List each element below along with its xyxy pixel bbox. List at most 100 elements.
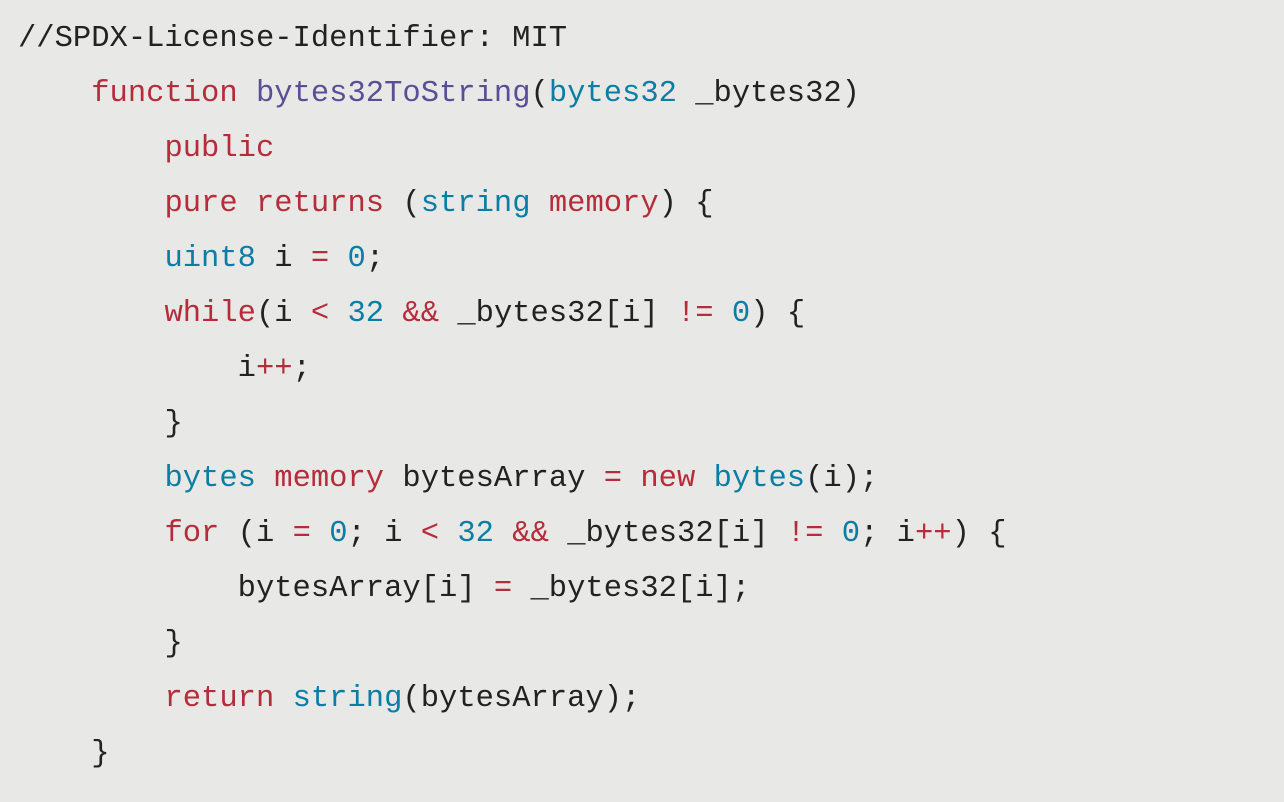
code-token: 0 (731, 297, 751, 331)
code-token: bytes32 (548, 77, 677, 111)
code-line: } (18, 727, 1007, 782)
code-token: function (91, 77, 238, 111)
code-token: ) { (658, 187, 714, 221)
code-token: bytes32ToString (255, 77, 531, 111)
code-line: for (i = 0; i < 32 && _bytes32[i] != 0; … (18, 507, 1007, 562)
code-token: pure (164, 187, 238, 221)
code-token: ( (530, 77, 549, 111)
code-token: 0 (841, 517, 861, 551)
code-token (274, 682, 292, 716)
code-token (238, 77, 256, 111)
code-token: _bytes32[i]; (512, 572, 751, 606)
code-token: bytes (713, 462, 806, 496)
code-token (256, 462, 274, 496)
code-token: return (164, 682, 275, 716)
code-token: = (603, 462, 623, 496)
code-token (714, 297, 732, 331)
code-token: public (164, 132, 275, 166)
code-token (384, 297, 402, 331)
code-token: string (292, 682, 403, 716)
code-token: && (512, 517, 549, 551)
code-token (695, 462, 713, 496)
indent (18, 352, 238, 386)
code-token: 32 (457, 517, 494, 551)
code-token: _bytes32[i] (439, 297, 677, 331)
code-token: 0 (329, 517, 348, 551)
code-token: < (310, 297, 330, 331)
code-token (494, 517, 512, 551)
code-token: 32 (347, 297, 385, 331)
code-token: (i); (805, 462, 879, 496)
code-token: while (164, 297, 256, 331)
indent (18, 572, 238, 606)
indent (18, 517, 164, 551)
code-token: (bytesArray); (402, 682, 641, 716)
code-token: ; (292, 352, 311, 386)
code-token (439, 517, 457, 551)
indent (18, 77, 91, 111)
code-token: //SPDX-License-Identifier: MIT (18, 22, 568, 56)
code-token: bytesArray (384, 462, 604, 496)
code-token: } (164, 627, 183, 661)
code-token: for (164, 517, 220, 551)
indent (18, 462, 164, 496)
code-token: ) { (951, 517, 1007, 551)
code-token: i (255, 242, 311, 276)
code-token (238, 187, 256, 221)
code-token: new (640, 462, 696, 496)
indent (18, 407, 164, 441)
code-token (622, 462, 640, 496)
code-line: bytes memory bytesArray = new bytes(i); (18, 452, 1007, 507)
code-token: = (292, 517, 311, 551)
code-token: = (310, 242, 330, 276)
code-token (531, 187, 549, 221)
code-token: bytes (164, 462, 256, 496)
code-token: ; (365, 242, 385, 276)
code-token: bytesArray[i] (237, 572, 494, 606)
code-block: //SPDX-License-Identifier: MIT function … (18, 12, 1007, 782)
indent (18, 297, 164, 331)
code-line: } (18, 397, 1007, 452)
code-token: ( (384, 187, 421, 221)
code-token: (i (219, 517, 293, 551)
code-token: _bytes32) (676, 77, 860, 111)
code-token: (i (255, 297, 311, 331)
indent (18, 187, 164, 221)
code-token: memory (548, 187, 659, 221)
code-line: i++; (18, 342, 1007, 397)
code-line: bytesArray[i] = _bytes32[i]; (18, 562, 1007, 617)
code-line: return string(bytesArray); (18, 672, 1007, 727)
indent (18, 682, 164, 716)
indent (18, 737, 91, 771)
code-token: < (420, 517, 440, 551)
code-line: } (18, 617, 1007, 672)
code-line: pure returns (string memory) { (18, 177, 1007, 232)
code-line: uint8 i = 0; (18, 232, 1007, 287)
code-token (329, 297, 347, 331)
code-token: ++ (255, 352, 293, 386)
indent (18, 242, 164, 276)
code-token (329, 242, 347, 276)
code-token: memory (274, 462, 385, 496)
code-token: uint8 (164, 242, 256, 276)
code-token: != (786, 517, 824, 551)
code-token: i (237, 352, 256, 386)
code-token: ; i (860, 517, 915, 551)
code-token: returns (255, 187, 385, 221)
code-line: while(i < 32 && _bytes32[i] != 0) { (18, 287, 1007, 342)
code-token: } (164, 407, 183, 441)
code-token: } (91, 737, 110, 771)
code-token: ) { (750, 297, 806, 331)
code-token: 0 (347, 242, 366, 276)
code-token: != (676, 297, 714, 331)
code-token: && (402, 297, 440, 331)
indent (18, 132, 164, 166)
code-token: string (420, 187, 531, 221)
code-token: _bytes32[i] (548, 517, 787, 551)
code-line: //SPDX-License-Identifier: MIT (18, 12, 1007, 67)
indent (18, 627, 164, 661)
code-line: function bytes32ToString(bytes32 _bytes3… (18, 67, 1007, 122)
code-line: public (18, 122, 1007, 177)
code-token (823, 517, 841, 551)
code-token: ; i (347, 517, 421, 551)
